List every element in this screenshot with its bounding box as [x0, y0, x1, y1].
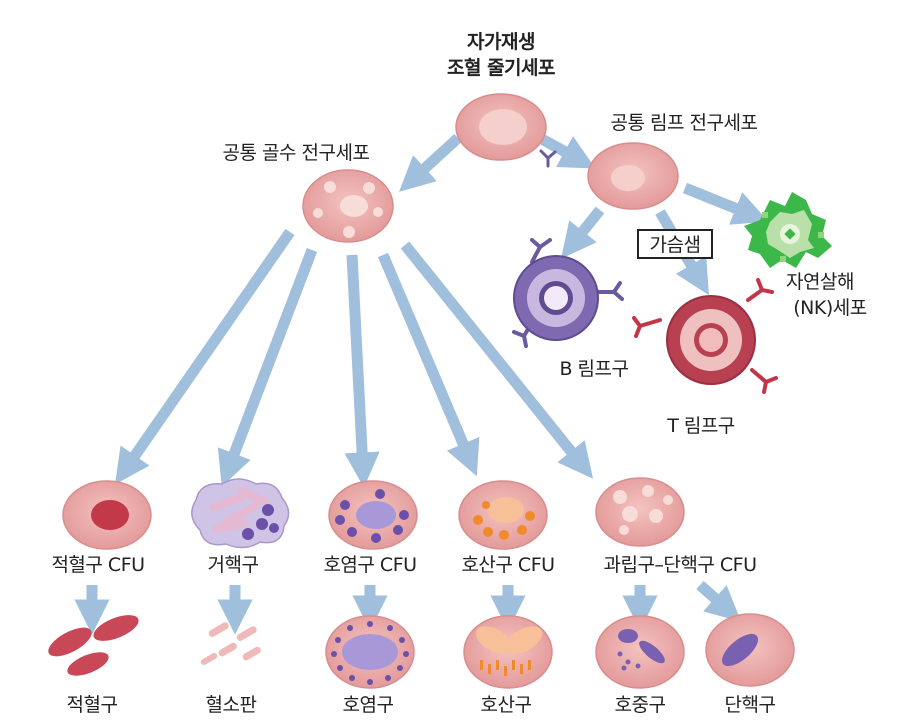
clp-label: 공통 림프 전구세포 — [611, 112, 758, 134]
arrow-cmp-to-cfu-ba — [377, 252, 480, 477]
cfu-e-cell — [62, 480, 152, 550]
cfu-ba-label: 호산구 CFU — [461, 554, 554, 576]
arrows — [74, 133, 769, 635]
t-cell-label: T 림프구 — [666, 415, 735, 437]
basophil-label: 호염구 — [343, 694, 394, 716]
cfu-eo-label: 호염구 CFU — [323, 554, 416, 576]
eosinophil-cell — [463, 615, 553, 689]
thymus-box — [637, 229, 713, 259]
b-lymphocyte-cell — [512, 238, 624, 348]
cfu-eo-cell — [328, 480, 418, 550]
y-receptor-icon — [539, 149, 557, 168]
cfu-ba-cell — [458, 480, 548, 550]
eosinophil-label: 호산구 — [481, 694, 532, 716]
monocyte-cell — [705, 613, 795, 687]
neutrophil-cell — [595, 615, 685, 689]
labels: 자가재생 조혈 줄기세포 공통 골수 전구세포 공통 림프 전구세포 자연살해 … — [51, 31, 867, 716]
arrow-clp-to-b — [561, 206, 605, 259]
nk-cell — [744, 192, 832, 268]
monocyte-label: 단핵구 — [725, 694, 776, 716]
arrow-cmp-to-megakaryocyte — [217, 248, 318, 487]
arrow-cmp-to-cfu-eo — [344, 254, 380, 488]
cfu-e-label: 적혈구 CFU — [51, 554, 144, 576]
cfu-gm-label: 과립구–단핵구 CFU — [603, 554, 756, 576]
cmp-cell — [302, 169, 394, 243]
megakaryocyte-cell — [191, 478, 290, 549]
hsc-label-line2: 조혈 줄기세포 — [447, 56, 555, 79]
arrow-cfu-gm-to-monocyte — [696, 580, 742, 622]
arrow-cmp-to-cfu-gm — [400, 241, 594, 479]
clp-cell — [587, 142, 679, 210]
cfu-gm-cell — [595, 477, 685, 547]
t-lymphocyte-cell — [632, 278, 778, 394]
cmp-label: 공통 골수 전구세포 — [223, 142, 370, 164]
thymus-label: 가슴샘 — [650, 234, 701, 256]
nk-label-line1: 자연살해 — [786, 271, 854, 293]
neutrophil-label: 호중구 — [615, 694, 666, 716]
arrow-hsc-to-cmp — [399, 133, 462, 192]
basophil-cell — [325, 615, 415, 689]
rbc-label: 적혈구 — [67, 694, 118, 716]
rbc-cells — [48, 615, 139, 676]
megakaryocyte-label: 거핵구 — [208, 554, 259, 576]
hsc-cell — [455, 93, 547, 161]
arrow-hsc-to-clp — [537, 133, 596, 169]
platelet-label: 혈소판 — [206, 694, 257, 716]
b-cell-label: B 림프구 — [559, 358, 628, 380]
platelet-cells — [200, 622, 261, 665]
hsc-label-line1: 자가재생 — [467, 31, 535, 53]
arrow-clp-to-nk — [682, 182, 769, 225]
nk-label-line2: (NK)세포 — [793, 297, 866, 319]
arrow-cmp-to-cfu-e — [114, 228, 295, 485]
